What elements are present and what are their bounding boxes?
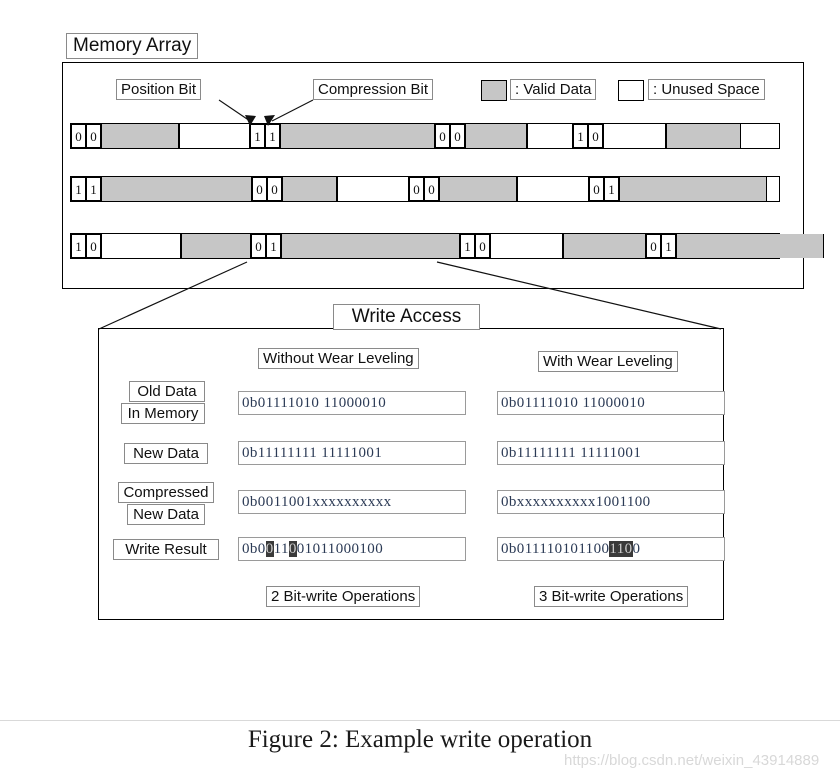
row-label-new-data: New Data [124,443,208,464]
memory-bit-cell: 0 [86,124,101,148]
valid-data-segment [181,234,251,258]
written-bit: 0 [288,541,297,557]
unused-space-segment [101,234,181,258]
write-result-with: 0b0111101011001100 [497,537,725,561]
valid-data-segment [281,234,460,258]
watermark: https://blog.csdn.net/weixin_43914889 [564,752,820,769]
unused-space-segment [603,124,666,148]
memory-bit-cell: 0 [251,234,266,258]
compressed-new-data-without: 0b0011001xxxxxxxxxx [238,490,466,514]
valid-data-segment [563,234,646,258]
column-header-without-wear-leveling: Without Wear Leveling [258,348,419,369]
caption-rule [0,720,840,721]
legend-unused-label: : Unused Space [648,79,765,100]
unchanged-bit: 11 [273,541,289,557]
write-result-prefix: 0b011110101100 [501,541,610,557]
memory-bit-cell: 1 [266,234,281,258]
memory-bit-cell: 1 [250,124,265,148]
memory-bit-cell: 1 [573,124,588,148]
compression-bit-annotation: Compression Bit [313,79,434,100]
row-label-write-result: Write Result [113,539,219,560]
memory-bit-cell: 1 [661,234,676,258]
valid-data-segment [465,124,527,148]
memory-bit-cell: 0 [450,124,465,148]
footer-without-ops: 2 Bit-write Operations [266,586,421,607]
memory-bit-cell: 0 [646,234,661,258]
unused-space-segment [179,124,250,148]
valid-data-segment [676,234,824,258]
legend-unused-swatch [618,80,644,101]
valid-data-segment [101,177,252,201]
unused-space-segment [337,177,409,201]
figure-caption: Figure 2: Example write operation [247,726,593,753]
memory-bit-cell: 1 [265,124,280,148]
row-label-old-data-line2: In Memory [121,403,205,424]
memory-bit-cell: 1 [460,234,475,258]
row-label-compressed-line2: New Data [127,504,205,525]
memory-bit-cell: 0 [252,177,267,201]
new-data-without: 0b11111111 11111001 [238,441,466,465]
unchanged-bit: 01011000100 [296,541,384,557]
memory-bit-cell: 1 [71,234,86,258]
memory-bit-cell: 0 [409,177,424,201]
memory-bit-cell: 0 [71,124,86,148]
unused-space-segment [517,177,589,201]
position-bit-annotation: Position Bit [116,79,202,100]
memory-bit-cell: 1 [604,177,619,201]
old-data-with: 0b01111010 11000010 [497,391,725,415]
memory-bit-cell: 0 [475,234,490,258]
compressed-new-data-with: 0bxxxxxxxxxx1001100 [497,490,725,514]
footer-with-ops: 3 Bit-write Operations [534,586,689,607]
write-result-prefix: 0b0 [242,541,266,557]
new-data-with: 0b11111111 11111001 [497,441,725,465]
write-result-without: 0b0011001011000100 [238,537,466,561]
memory-bit-cell: 1 [86,177,101,201]
old-data-without: 0b01111010 11000010 [238,391,466,415]
unused-space-segment [527,124,573,148]
written-bit: 11 [609,541,625,557]
memory-bit-cell: 0 [589,177,604,201]
memory-bit-cell: 0 [588,124,603,148]
valid-data-segment [439,177,517,201]
column-header-with-wear-leveling: With Wear Leveling [538,351,678,372]
memory-bit-cell: 0 [86,234,101,258]
write-access-frame [98,328,724,620]
write-access-title: Write Access [333,304,480,330]
memory-bit-cell: 1 [71,177,86,201]
row-label-compressed-line1: Compressed [118,482,214,503]
valid-data-segment [666,124,741,148]
memory-array-title: Memory Array [66,33,199,59]
legend-valid-swatch [481,80,507,101]
unchanged-bit: 0 [632,541,641,557]
valid-data-segment [101,124,179,148]
legend-valid-label: : Valid Data [510,79,597,100]
valid-data-segment [280,124,435,148]
written-bit: 0 [624,541,633,557]
memory-bit-cell: 0 [267,177,282,201]
valid-data-segment [282,177,337,201]
memory-bit-cell: 0 [435,124,450,148]
written-bit: 0 [265,541,274,557]
valid-data-segment [619,177,767,201]
memory-bit-cell: 0 [424,177,439,201]
row-label-old-data-line1: Old Data [129,381,205,402]
unused-space-segment [490,234,563,258]
